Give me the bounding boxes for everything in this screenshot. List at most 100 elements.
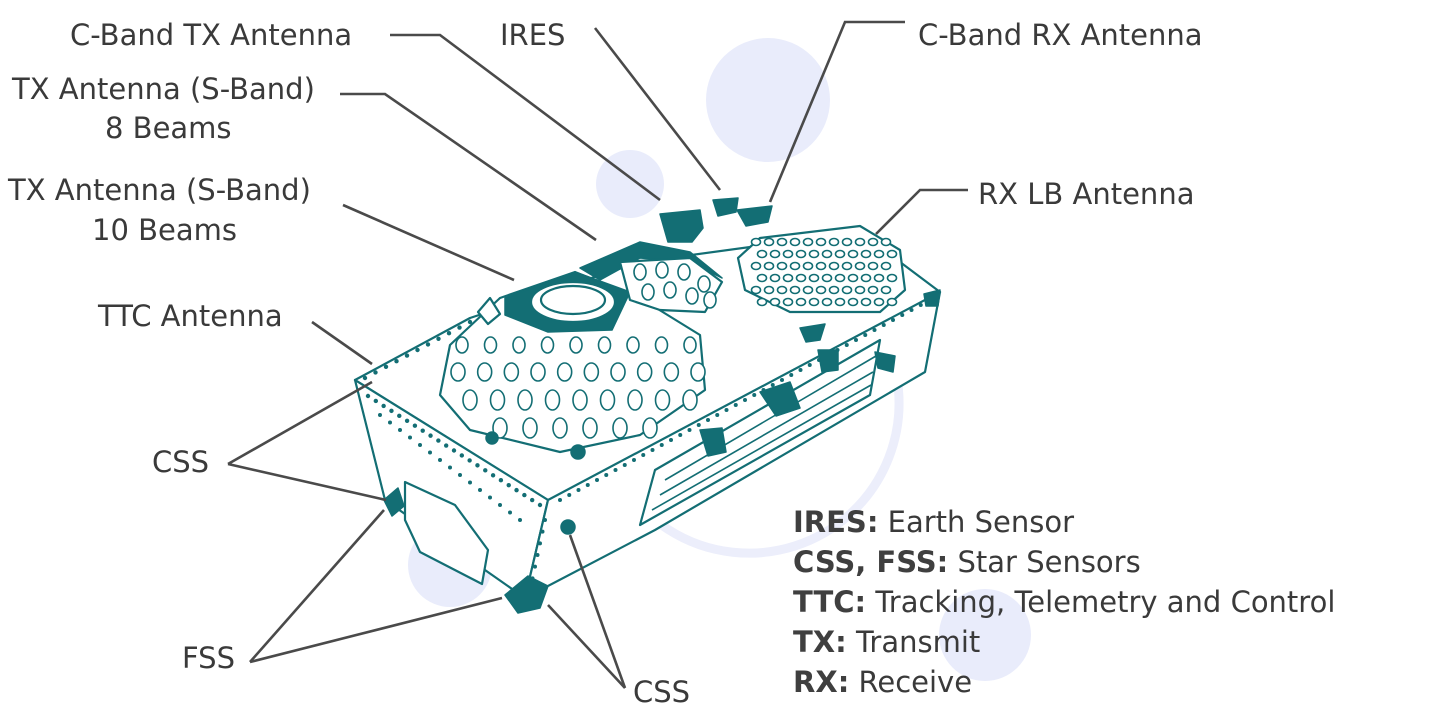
c-band-rx-head — [736, 205, 773, 227]
edge-dot — [381, 403, 386, 409]
rx-lb-hole — [841, 285, 853, 295]
edge-dot — [567, 493, 572, 497]
c-band-tx-head — [659, 209, 704, 243]
edge-dot — [909, 308, 914, 312]
dome-holes — [450, 336, 706, 439]
edge-dot — [388, 420, 392, 425]
edge-dot — [650, 448, 655, 452]
dome-hole — [690, 362, 706, 382]
panel-strip-2 — [659, 371, 874, 496]
label-c-band-tx: C-Band TX Antenna — [70, 18, 352, 52]
legend-key: TX: — [793, 625, 847, 659]
leader-ttc — [311, 320, 373, 366]
rx-lb-hole — [821, 249, 833, 259]
edge-dot — [488, 495, 492, 500]
dome-hole — [599, 389, 616, 411]
callout-labels: C-Band TX Antenna IRES C-Band RX Antenna… — [7, 18, 1203, 709]
leader-fss-1 — [249, 509, 385, 663]
dome-hole — [540, 336, 555, 354]
edge-dot — [398, 428, 402, 432]
thruster-5 — [799, 323, 826, 343]
leader-lines — [227, 20, 968, 689]
legend-value: Star Sensors — [948, 545, 1140, 579]
rx-lb-hole — [776, 237, 788, 247]
leader-css-bottom-2 — [568, 534, 627, 689]
edge-dot — [383, 364, 389, 369]
panel-strip-1 — [664, 355, 877, 481]
rx-lb-hole — [769, 249, 781, 259]
legend-value: Earth Sensor — [878, 505, 1074, 539]
edge-dot — [436, 438, 441, 443]
rx-lb-hole — [860, 297, 872, 307]
edge-dot — [518, 518, 522, 522]
leader-rx-lb — [875, 188, 968, 235]
edge-dot — [425, 342, 431, 347]
legend-value: Receive — [849, 665, 972, 699]
rx-lb-hole — [782, 249, 794, 259]
rx-lb-hole — [763, 261, 775, 271]
edge-dot — [373, 398, 379, 404]
thruster-3 — [817, 349, 839, 373]
rx-lb-hole — [782, 297, 794, 307]
rx-lb-hole — [815, 285, 827, 295]
legend-row-tx: TX: Transmit — [793, 625, 980, 659]
rx-lb-holes — [750, 237, 898, 307]
edge-dot — [535, 553, 540, 557]
rx-lb-hole — [795, 249, 807, 259]
edge-dot — [412, 423, 418, 428]
rx-lb-antenna — [736, 224, 907, 314]
label-css-left: CSS — [152, 445, 209, 479]
edge-dot — [498, 503, 502, 507]
edge-dot — [378, 413, 382, 417]
edge-dot — [558, 498, 562, 502]
s8-hole — [633, 263, 647, 281]
edge-dot — [807, 363, 812, 367]
rx-lb-hole — [750, 261, 762, 271]
label-css-bottom: CSS — [633, 675, 690, 709]
dome-hole — [489, 389, 506, 411]
edge-dot — [537, 502, 543, 508]
s8-hole — [703, 291, 717, 309]
edge-dots — [362, 298, 932, 592]
edge-dot — [389, 408, 394, 414]
rx-lb-hole — [808, 273, 820, 283]
tx-antenna-10-beams — [438, 270, 707, 454]
label-fss: FSS — [182, 641, 235, 675]
rx-lb-hole — [789, 237, 801, 247]
label-ttc: TTC Antenna — [97, 299, 283, 333]
edge-dot — [678, 433, 683, 437]
label-tx-8-line1: TX Antenna (S-Band) — [11, 72, 315, 106]
thruster-2 — [699, 427, 727, 457]
edge-dot — [724, 408, 729, 412]
edge-dot — [408, 435, 412, 440]
edge-dot — [604, 473, 609, 477]
edge-dot — [394, 359, 399, 364]
thruster-4 — [874, 351, 896, 373]
leader-ires — [593, 27, 722, 191]
legend-key: CSS, FSS: — [793, 545, 948, 579]
rx-lb-hole — [763, 237, 775, 247]
rx-lb-hole — [802, 237, 814, 247]
dome-hole — [512, 336, 526, 354]
edge-dot — [490, 473, 496, 478]
thruster-1 — [759, 381, 801, 417]
rx-lb-hole — [821, 273, 833, 283]
edge-dot — [404, 353, 410, 358]
deco-circle-small — [596, 150, 664, 218]
rx-lb-hole — [880, 261, 892, 271]
edge-dot — [752, 393, 757, 397]
edge-dot — [365, 393, 371, 399]
rx-lb-hole — [834, 273, 846, 283]
side-panel — [638, 338, 882, 527]
rx-lb-hole — [821, 297, 833, 307]
edge-dot — [459, 453, 465, 458]
s8-hole — [697, 275, 711, 293]
legend-key: TTC: — [793, 585, 866, 619]
dome-hole — [683, 336, 697, 354]
rx-lb-hole — [802, 261, 814, 271]
edge-dot — [467, 458, 472, 463]
rx-lb-hole — [808, 297, 820, 307]
tx-antenna-8-beams — [579, 241, 724, 314]
rx-lb-hole — [867, 237, 879, 247]
